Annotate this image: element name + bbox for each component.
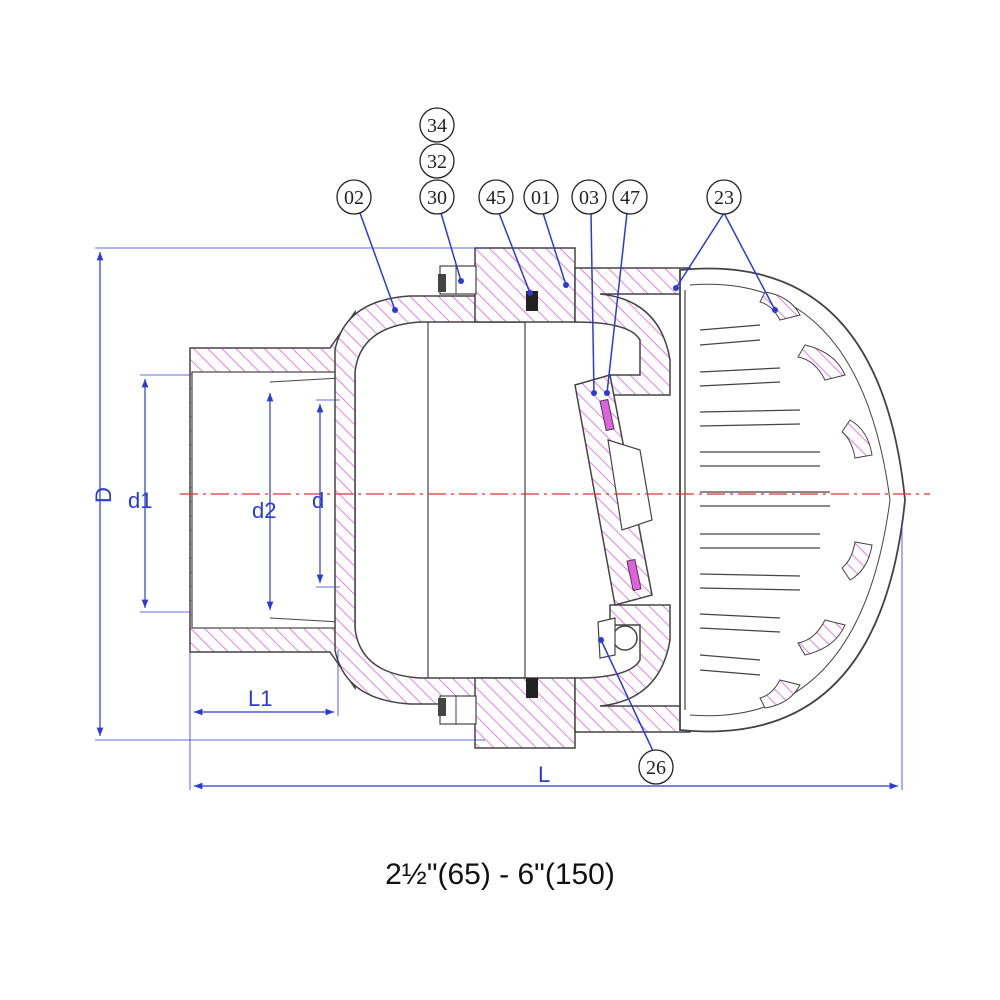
callout-23: 23 <box>706 179 742 215</box>
callout-30: 30 <box>419 179 455 215</box>
callout-26: 26 <box>638 749 674 785</box>
callout-32: 32 <box>419 143 455 179</box>
dim-label-D: D <box>91 487 116 503</box>
bolt-bottom <box>438 695 477 725</box>
body-shell <box>334 295 526 705</box>
callout-23-label: 23 <box>714 187 734 209</box>
dim-label-d2: d2 <box>252 498 276 523</box>
dim-label-d1: d1 <box>128 488 152 513</box>
dimension-lines <box>95 247 903 790</box>
dim-label-L1: L1 <box>248 686 272 711</box>
swing-disc <box>574 374 653 606</box>
callout-32-label: 32 <box>427 151 447 173</box>
size-range-caption: 2½"(65) - 6"(150) <box>385 858 615 891</box>
callout-03: 03 <box>571 179 607 215</box>
callout-34-label: 34 <box>427 115 447 137</box>
leader-lines <box>359 212 776 752</box>
dim-label-d: d <box>312 488 324 513</box>
callout-03-label: 03 <box>579 187 599 209</box>
bolt-top <box>438 265 477 295</box>
seat-body <box>574 267 691 733</box>
callout-30-label: 30 <box>427 187 447 209</box>
hinge-pin <box>597 617 638 659</box>
callout-02: 02 <box>336 179 372 215</box>
callout-26-label: 26 <box>646 757 666 779</box>
callout-01-label: 01 <box>531 187 551 209</box>
callout-02-label: 02 <box>344 187 364 209</box>
strainer-basket <box>679 267 906 733</box>
dim-label-L: L <box>538 762 550 787</box>
callout-45: 45 <box>478 179 514 215</box>
callout-45-label: 45 <box>486 187 506 209</box>
callout-34: 34 <box>419 107 455 143</box>
callout-47-label: 47 <box>620 187 640 209</box>
callout-01: 01 <box>523 179 559 215</box>
callout-47: 47 <box>612 179 648 215</box>
